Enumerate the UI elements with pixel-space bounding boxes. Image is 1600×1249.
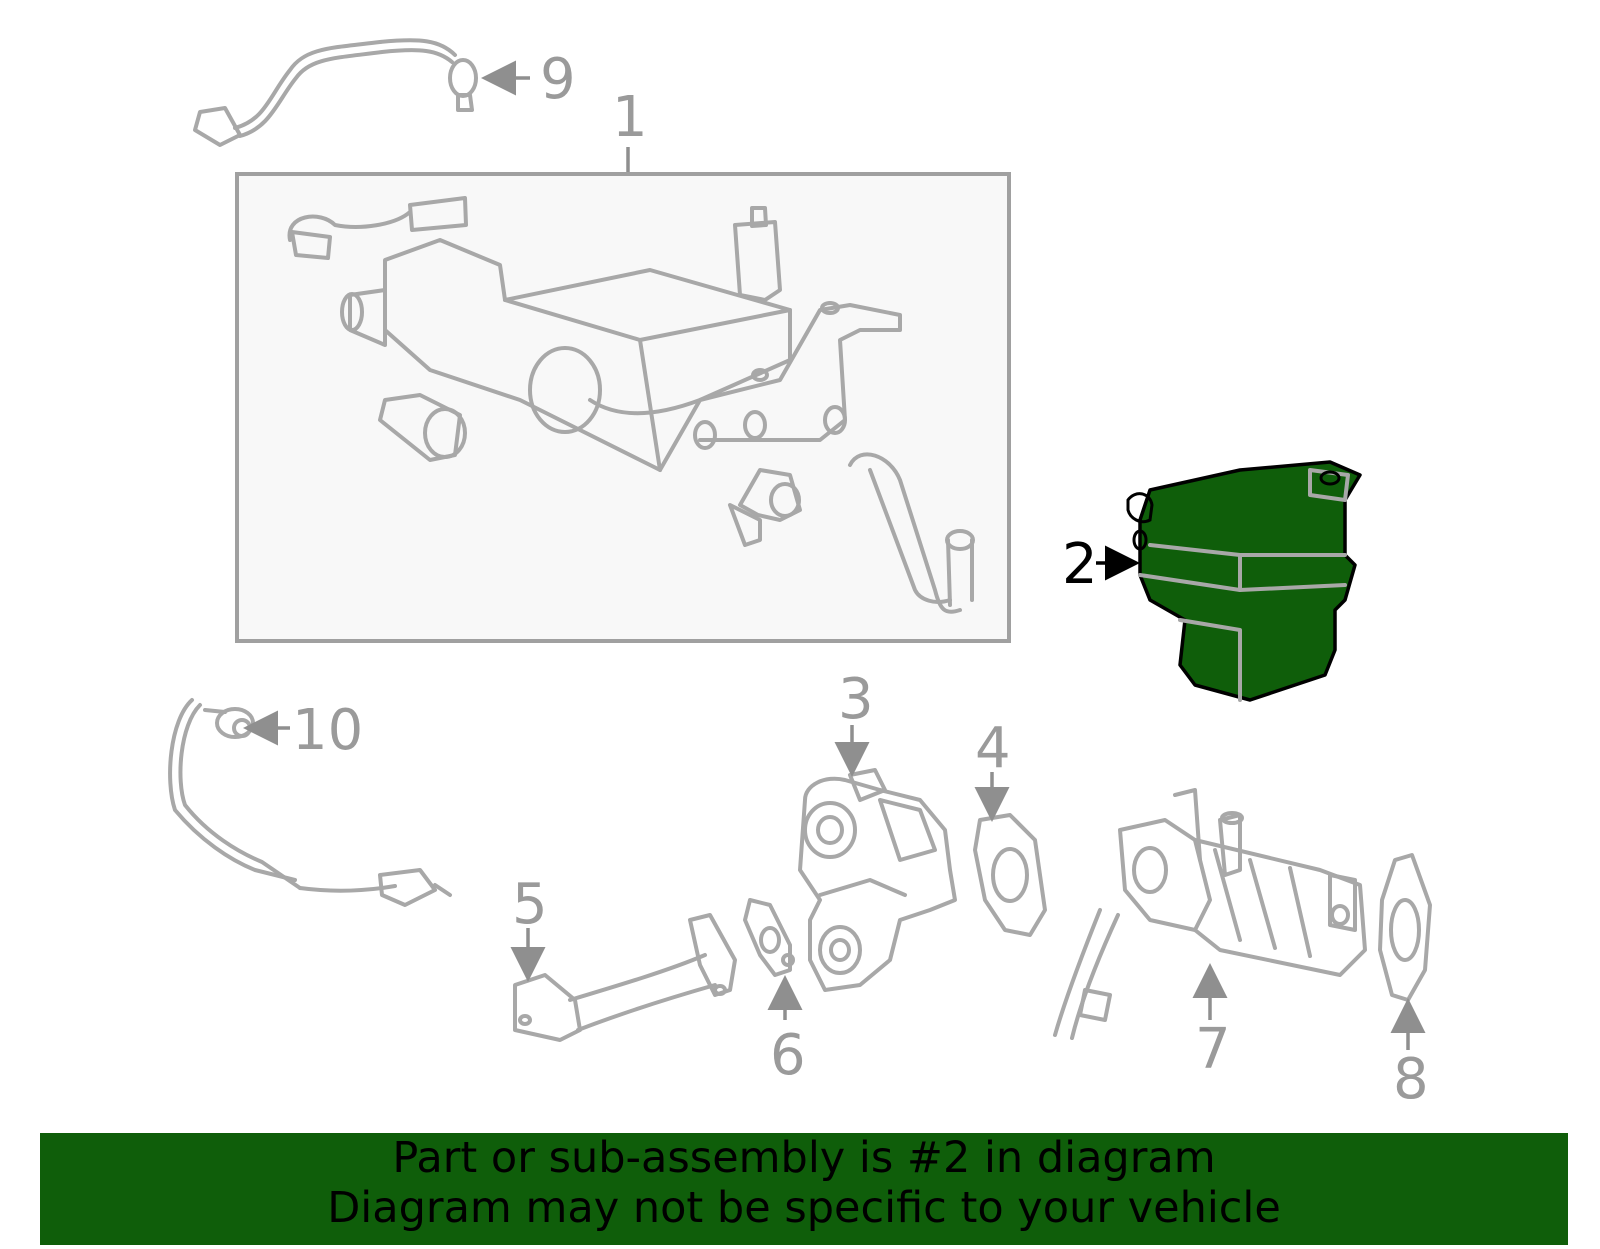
- callout-2: 2: [1062, 532, 1098, 597]
- part-7-cooler[interactable]: [1053, 788, 1367, 1040]
- callout-5: 5: [512, 872, 548, 937]
- part-5-pipe[interactable]: [513, 913, 737, 1042]
- part-3-valve[interactable]: [798, 768, 957, 992]
- callout-7: 7: [1195, 1017, 1231, 1082]
- callout-1: 1: [612, 85, 648, 150]
- part-8-gasket[interactable]: [1378, 853, 1432, 1002]
- callout-6: 6: [770, 1023, 806, 1088]
- part-4-gasket[interactable]: [973, 813, 1047, 937]
- callout-9: 9: [540, 47, 576, 112]
- part-2-body: [1138, 460, 1362, 702]
- assembly-1-box[interactable]: [235, 172, 1011, 643]
- part-6-gasket[interactable]: [743, 898, 795, 977]
- callout-4: 4: [975, 716, 1011, 781]
- callout-10: 10: [292, 698, 363, 763]
- part-1-assembly[interactable]: [287, 196, 975, 614]
- callout-3: 3: [838, 667, 874, 732]
- callout-8: 8: [1393, 1047, 1429, 1112]
- banner-line-2: Diagram may not be specific to your vehi…: [327, 1183, 1281, 1233]
- part-2-highlighted[interactable]: [1126, 460, 1362, 702]
- info-banner: Part or sub-assembly is #2 in diagram Di…: [40, 1133, 1568, 1245]
- part-9-sensor[interactable]: [193, 38, 478, 147]
- part-10-sensor[interactable]: [168, 698, 452, 907]
- banner-line-1: Part or sub-assembly is #2 in diagram: [392, 1133, 1216, 1183]
